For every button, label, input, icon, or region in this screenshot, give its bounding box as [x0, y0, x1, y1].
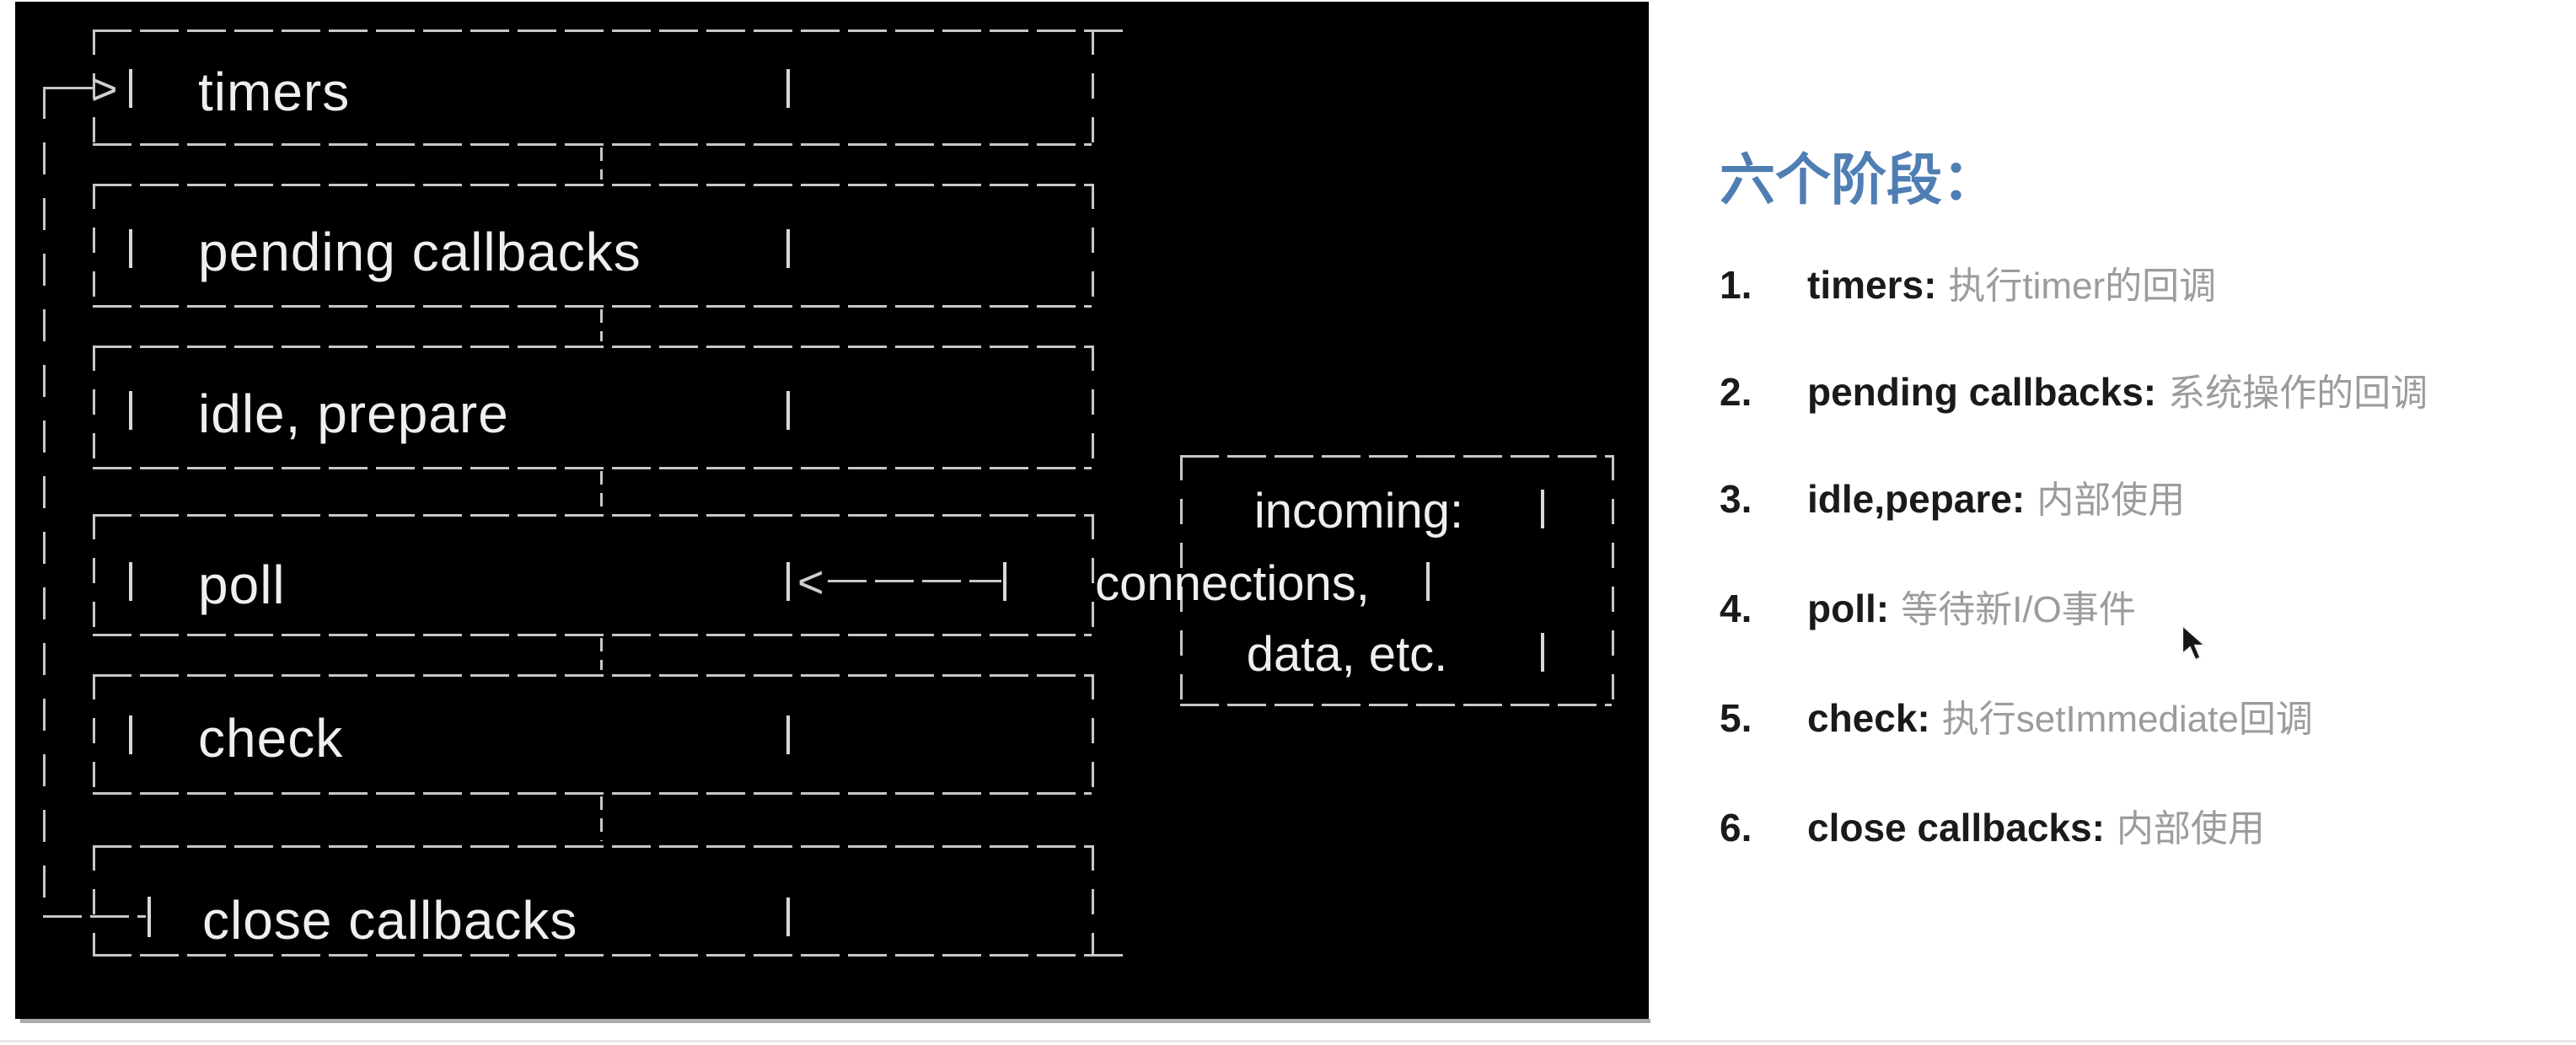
incoming-box-top	[1180, 455, 1612, 458]
note-term: close callbacks:	[1807, 806, 2105, 849]
phase-left-pipe	[129, 229, 132, 268]
bottom-rule	[0, 1040, 2576, 1042]
phase-label-pending-callbacks: pending callbacks	[198, 222, 641, 282]
phase-left-pipe	[129, 391, 132, 430]
note-item-3: 3. idle,pepare: 内部使用	[1720, 469, 2185, 529]
note-number: 3.	[1720, 477, 1752, 521]
phase-right-pipe	[786, 898, 790, 936]
incoming-inner-pipe	[1426, 562, 1430, 601]
phase-connector-stub	[600, 638, 603, 670]
phase-connector-stub	[600, 471, 603, 510]
note-number: 2.	[1720, 370, 1752, 414]
phase-box-bottom-poll	[93, 634, 1092, 636]
loop-top-line	[43, 87, 95, 89]
phase-label-timers: timers	[198, 62, 351, 122]
incoming-box-right	[1612, 455, 1614, 704]
note-term: poll:	[1807, 587, 1890, 630]
note-item-6: 6. close callbacks: 内部使用	[1720, 797, 2265, 858]
phase-box-top-check	[93, 674, 1092, 677]
phase-box-left-close-callbacks	[93, 845, 95, 954]
note-description: 内部使用	[2037, 480, 2186, 521]
phase-box-top-timers	[93, 29, 1123, 32]
note-item-4: 4. poll: 等待新I/O事件	[1720, 578, 2136, 639]
phase-box-bottom-timers	[93, 143, 1092, 146]
loop-arrowhead-icon: >	[91, 64, 118, 115]
incoming-inner-pipe	[1541, 633, 1544, 672]
note-number: 1.	[1720, 263, 1752, 307]
note-number: 4.	[1720, 587, 1752, 630]
incoming-arrow-line	[828, 580, 1001, 582]
phase-box-right-close-callbacks	[1092, 845, 1094, 954]
incoming-inner-pipe	[1541, 490, 1544, 528]
phase-box-left-poll	[93, 514, 95, 634]
phase-box-left-idle-prepare	[93, 346, 95, 467]
incoming-arrowhead-icon: <	[797, 557, 824, 608]
note-term: check:	[1807, 696, 1930, 740]
phase-box-right-timers	[1092, 29, 1094, 143]
loop-bottom-line	[43, 915, 146, 918]
phase-right-pipe	[786, 69, 790, 108]
panel-shadow	[20, 1019, 1650, 1023]
phase-box-right-check	[1092, 674, 1094, 792]
loop-feedback-line	[43, 87, 46, 919]
phase-right-pipe	[786, 229, 790, 268]
note-term: pending callbacks:	[1807, 370, 2157, 414]
phase-box-top-pending-callbacks	[93, 184, 1092, 186]
note-item-1: 1. timers: 执行timer的回调	[1720, 255, 2216, 315]
phase-box-right-pending-callbacks	[1092, 184, 1094, 305]
note-description: 系统操作的回调	[2168, 372, 2428, 414]
event-loop-panel	[15, 2, 1649, 1019]
phase-box-left-timers	[93, 29, 95, 143]
phase-box-left-pending-callbacks	[93, 184, 95, 305]
phase-box-bottom-idle-prepare	[93, 467, 1092, 469]
phase-box-left-check	[93, 674, 95, 792]
phase-right-pipe	[786, 391, 790, 430]
phase-box-top-poll	[93, 514, 1092, 517]
incoming-box-line: incoming:	[1253, 484, 1464, 539]
note-description: 等待新I/O事件	[1901, 589, 2136, 630]
note-item-5: 5. check: 执行setImmediate回调	[1720, 688, 2313, 748]
phase-box-top-close-callbacks	[93, 845, 1092, 848]
note-term: idle,pepare:	[1807, 477, 2026, 521]
phase-right-pipe	[786, 715, 790, 754]
phase-box-bottom-close-callbacks	[93, 954, 1123, 957]
notes-title: 六个阶段：	[1720, 148, 1998, 211]
note-description: 执行timer的回调	[1948, 265, 2217, 307]
phase-left-pipe	[129, 562, 132, 601]
incoming-arrow-tick	[1003, 562, 1006, 601]
phase-box-right-poll	[1092, 514, 1094, 634]
incoming-box-bottom	[1180, 704, 1612, 706]
note-number: 5.	[1720, 696, 1752, 740]
note-number: 6.	[1720, 806, 1752, 849]
phase-label-idle-prepare: idle, prepare	[198, 383, 509, 444]
incoming-box-left	[1180, 455, 1183, 704]
loop-bottom-tick	[148, 897, 151, 937]
note-item-2: 2. pending callbacks: 系统操作的回调	[1720, 362, 2428, 422]
phase-right-pipe	[786, 562, 790, 601]
phase-connector-stub	[600, 309, 603, 341]
phase-label-close-callbacks: close callbacks	[202, 890, 578, 951]
phase-left-pipe	[129, 69, 132, 108]
phase-box-right-idle-prepare	[1092, 346, 1094, 467]
phase-box-top-idle-prepare	[93, 346, 1092, 348]
note-term: timers:	[1807, 263, 1937, 307]
phase-box-bottom-pending-callbacks	[93, 305, 1092, 308]
phase-left-pipe	[129, 715, 132, 754]
phase-connector-stub	[600, 796, 603, 841]
mouse-cursor-icon	[2180, 623, 2208, 668]
note-description: 内部使用	[2116, 808, 2265, 849]
phase-label-poll: poll	[198, 555, 286, 615]
phase-label-check: check	[198, 708, 344, 769]
incoming-box-line: connections,	[1095, 556, 1370, 611]
phase-connector-stub	[600, 147, 603, 180]
phase-box-bottom-check	[93, 792, 1092, 795]
incoming-box-line: data, etc.	[1246, 627, 1448, 682]
note-description: 执行setImmediate回调	[1941, 699, 2313, 740]
